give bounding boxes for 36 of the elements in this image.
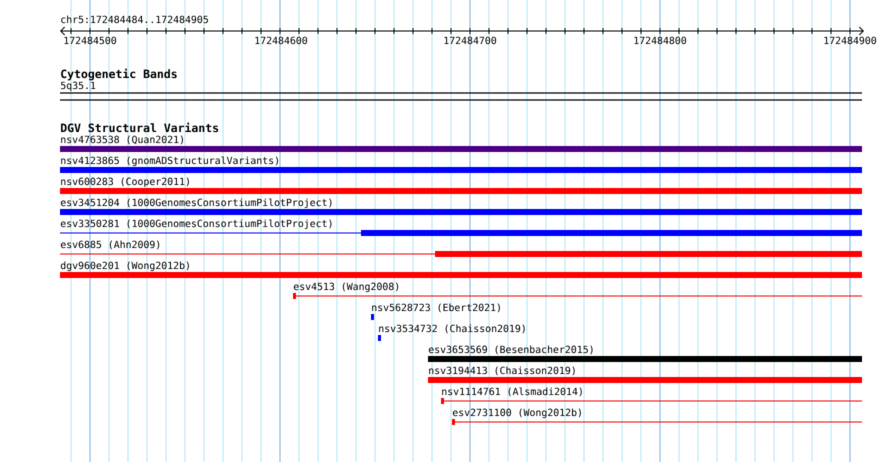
node-label: nsv3534732 (Chaisson2019) xyxy=(379,324,525,334)
variant-feature: dgv960e201 (Wong2012b) xyxy=(60,262,862,278)
variant-feature: esv3451204 (1000GenomesConsortiumPilotProject) xyxy=(60,198,862,215)
node-label: esv6885 (Ahn2009) xyxy=(60,240,160,250)
track-heading: DGV Structural Variants xyxy=(61,122,218,132)
variant-feature: esv3653569 (Besenbacher2015) xyxy=(428,346,862,362)
node-label: esv4513 (Wang2008) xyxy=(294,282,398,292)
variant-feature: esv3350281 (1000GenomesConsortiumPilotProject) xyxy=(60,219,862,236)
node-label: esv3451204 (1000GenomesConsortiumPilotProject) xyxy=(60,198,332,208)
tick-label: 172484500 xyxy=(64,36,116,44)
cytoband: 5q35.1 xyxy=(60,82,862,101)
variant-feature: nsv1114761 (Alsmadi2014) xyxy=(441,387,862,404)
node-label: nsv3194413 (Chaisson2019) xyxy=(429,366,575,376)
node-label: esv3350281 (1000GenomesConsortiumPilotProject) xyxy=(60,219,332,230)
tick-label: 172484600 xyxy=(255,36,308,44)
coordinate-title: chr5:172484484..172484905 xyxy=(61,16,208,24)
variant-feature: nsv3534732 (Chaisson2019) xyxy=(378,324,525,341)
node-label: nsv4763538 (Quan2021) xyxy=(61,136,183,144)
tick-label: 172484800 xyxy=(634,36,686,44)
node-label: nsv1114761 (Alsmadi2014) xyxy=(442,387,582,396)
variant-feature: esv6885 (Ahn2009) xyxy=(60,240,862,257)
tick-label: 172484700 xyxy=(444,36,496,44)
variant-feature: nsv3194413 (Chaisson2019) xyxy=(428,366,862,383)
node-label: esv2731100 (Wong2012b) xyxy=(452,408,581,418)
node-label: nsv5628723 (Ebert2021) xyxy=(372,304,500,312)
variant-feature: nsv5628723 (Ebert2021) xyxy=(371,304,500,320)
node-label: dgv960e201 (Wong2012b) xyxy=(60,262,189,272)
variant-feature: nsv4123865 (gnomADStructuralVariants) xyxy=(60,156,862,173)
variant-feature: nsv600283 (Cooper2011) xyxy=(60,178,862,194)
variant-feature: esv2731100 (Wong2012b) xyxy=(452,408,862,425)
node-label: nsv600283 (Cooper2011) xyxy=(61,178,189,188)
variant-feature: esv4513 (Wang2008) xyxy=(293,282,862,299)
node-label: esv3653569 (Besenbacher2015) xyxy=(428,346,593,354)
variant-feature: nsv4763538 (Quan2021) xyxy=(60,136,862,152)
node-label: nsv4123865 (gnomADStructuralVariants) xyxy=(61,156,278,166)
tick-label: 172484900 xyxy=(824,36,876,44)
